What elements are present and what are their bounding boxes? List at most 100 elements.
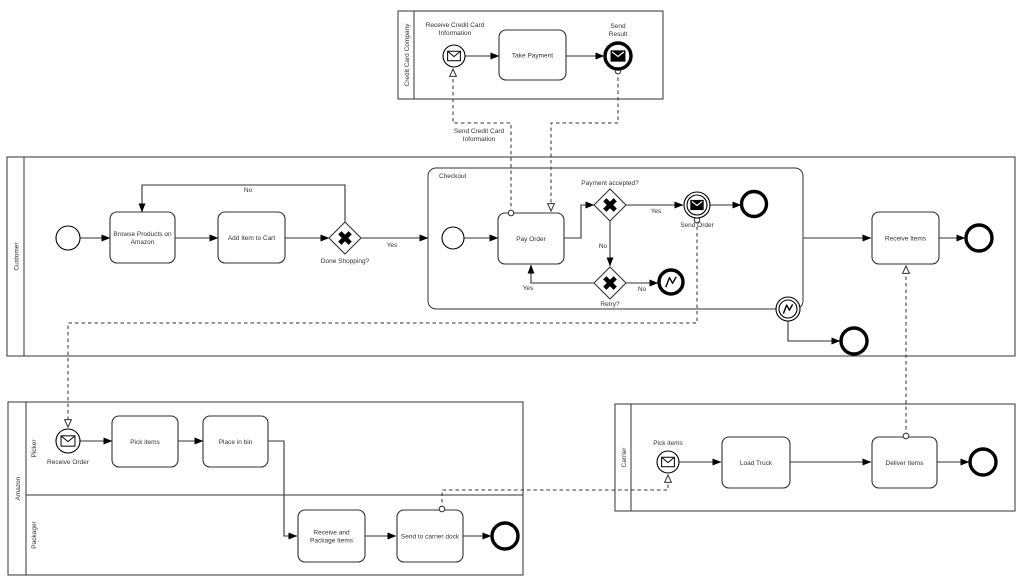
flow-label: Yes <box>523 285 534 292</box>
gateway-gw-done-shopping[interactable]: Done Shopping? <box>321 221 370 265</box>
event-start-receive-order[interactable]: Receive Order <box>47 428 90 466</box>
gateway-gw-retry[interactable]: Retry? <box>593 266 627 308</box>
event-circle[interactable] <box>657 268 685 296</box>
task-label: Add Item to Cart <box>228 235 276 242</box>
event-start-checkout[interactable] <box>441 226 465 250</box>
event-circle[interactable] <box>964 223 994 253</box>
message-icon-flap <box>661 456 675 464</box>
gateway-label: Done Shopping? <box>321 258 370 265</box>
event-end-customer[interactable] <box>964 223 994 253</box>
task-label: Receive Items <box>885 235 927 242</box>
gateway-x-marker <box>603 198 617 212</box>
pool-label: Amazon <box>15 476 22 500</box>
gateway-gw-payment-accepted[interactable]: Payment accepted? <box>581 180 639 222</box>
mf-dock-to-carrier <box>438 475 668 513</box>
sequence-flow-line <box>527 264 594 284</box>
event-label: Pick items <box>653 440 683 447</box>
event-circle[interactable] <box>55 225 81 251</box>
sf-pay-gw <box>564 201 595 239</box>
sf-retry-no: No <box>626 279 659 293</box>
sf-retry-yes: Yes <box>523 264 594 292</box>
task-label: Deliver Items <box>886 460 925 467</box>
event-end-amazon[interactable] <box>490 521 520 551</box>
event-end-carrier[interactable] <box>968 447 998 477</box>
event-label: Send Order <box>680 222 714 229</box>
pool-label: Credit Card Company <box>404 23 411 87</box>
event-circle[interactable] <box>739 189 769 219</box>
sf-accepted-no: No <box>599 221 614 267</box>
gateway-label: Payment accepted? <box>581 180 639 187</box>
mf-deliver-notify <box>902 266 910 440</box>
sequence-flow-line <box>564 201 595 239</box>
message-icon-flap <box>60 435 76 443</box>
message-icon-flap <box>611 51 625 58</box>
sequence-flow-line <box>787 321 841 345</box>
sf-gw-checkout: Yes <box>361 234 429 249</box>
task-load-truck[interactable]: Load Truck <box>721 436 791 489</box>
pool-carrier: Carrier <box>614 403 1016 512</box>
event-circle[interactable] <box>839 326 869 356</box>
event-circle[interactable] <box>490 521 520 551</box>
gateway-x-marker <box>338 231 352 245</box>
task-place-in-bin[interactable]: Place in bin <box>202 415 269 468</box>
task-label: Send to carrier dock <box>401 533 460 540</box>
task-pick-items[interactable]: Pick items <box>111 415 179 468</box>
message-icon-flap <box>691 200 703 207</box>
sf-no-loop: No <box>138 184 346 222</box>
event-inner-circle <box>778 299 798 319</box>
message-flow-source-dot <box>507 209 515 217</box>
task-deliver-items[interactable]: Deliver Items <box>871 436 938 489</box>
pool-label: Customer <box>14 242 21 271</box>
flow-label: No <box>638 286 647 293</box>
sf-accepted-yes: Yes <box>626 201 684 215</box>
message-flow-line <box>453 69 512 213</box>
sf-place-package <box>268 440 298 540</box>
message-flow-line <box>551 71 619 211</box>
task-send-to-carrier-dock[interactable]: Send to carrier dock <box>396 509 464 563</box>
error-icon <box>665 276 677 288</box>
subprocess-label: Checkout <box>439 173 467 180</box>
flow-label: Yes <box>651 208 662 215</box>
event-throw-send-order[interactable]: Send Order <box>680 191 715 229</box>
error-icon <box>782 304 794 314</box>
event-end-error-path[interactable] <box>839 326 869 356</box>
sequence-flow-line <box>138 184 346 222</box>
event-label: Receive Order <box>47 459 90 466</box>
gateway-x-marker <box>603 276 617 290</box>
sf-boundary-end <box>787 321 841 345</box>
flow-label: No <box>244 187 253 194</box>
task-pay-order[interactable]: Pay Order <box>497 212 565 265</box>
event-inner-circle <box>686 194 708 216</box>
task-take-payment[interactable]: Take Payment <box>498 29 567 81</box>
flow-label: Yes <box>387 242 398 249</box>
event-start-customer[interactable] <box>55 225 81 251</box>
message-flow-source-dot <box>438 505 446 513</box>
message-flow-source-dot <box>902 432 910 440</box>
sequence-flow-line <box>268 440 298 540</box>
task-label: Load Truck <box>740 460 773 467</box>
gateway-label: Retry? <box>600 301 620 308</box>
event-end-error-retry[interactable] <box>657 268 685 296</box>
event-circle[interactable] <box>441 226 465 250</box>
event-start-carrier-pick[interactable]: Pick items <box>653 440 684 474</box>
event-boundary-error[interactable] <box>775 296 801 322</box>
task-label: Take Payment <box>512 52 553 59</box>
task-receive-items[interactable]: Receive Items <box>871 211 940 265</box>
message-icon-flap <box>447 50 461 58</box>
pool-label: Carrier <box>621 447 628 468</box>
task-add-item-to-cart[interactable]: Add Item to Cart <box>217 211 286 264</box>
event-end-checkout[interactable] <box>739 189 769 219</box>
message-flow-line <box>68 220 698 427</box>
event-circle[interactable] <box>968 447 998 477</box>
pool-body <box>614 403 1016 512</box>
